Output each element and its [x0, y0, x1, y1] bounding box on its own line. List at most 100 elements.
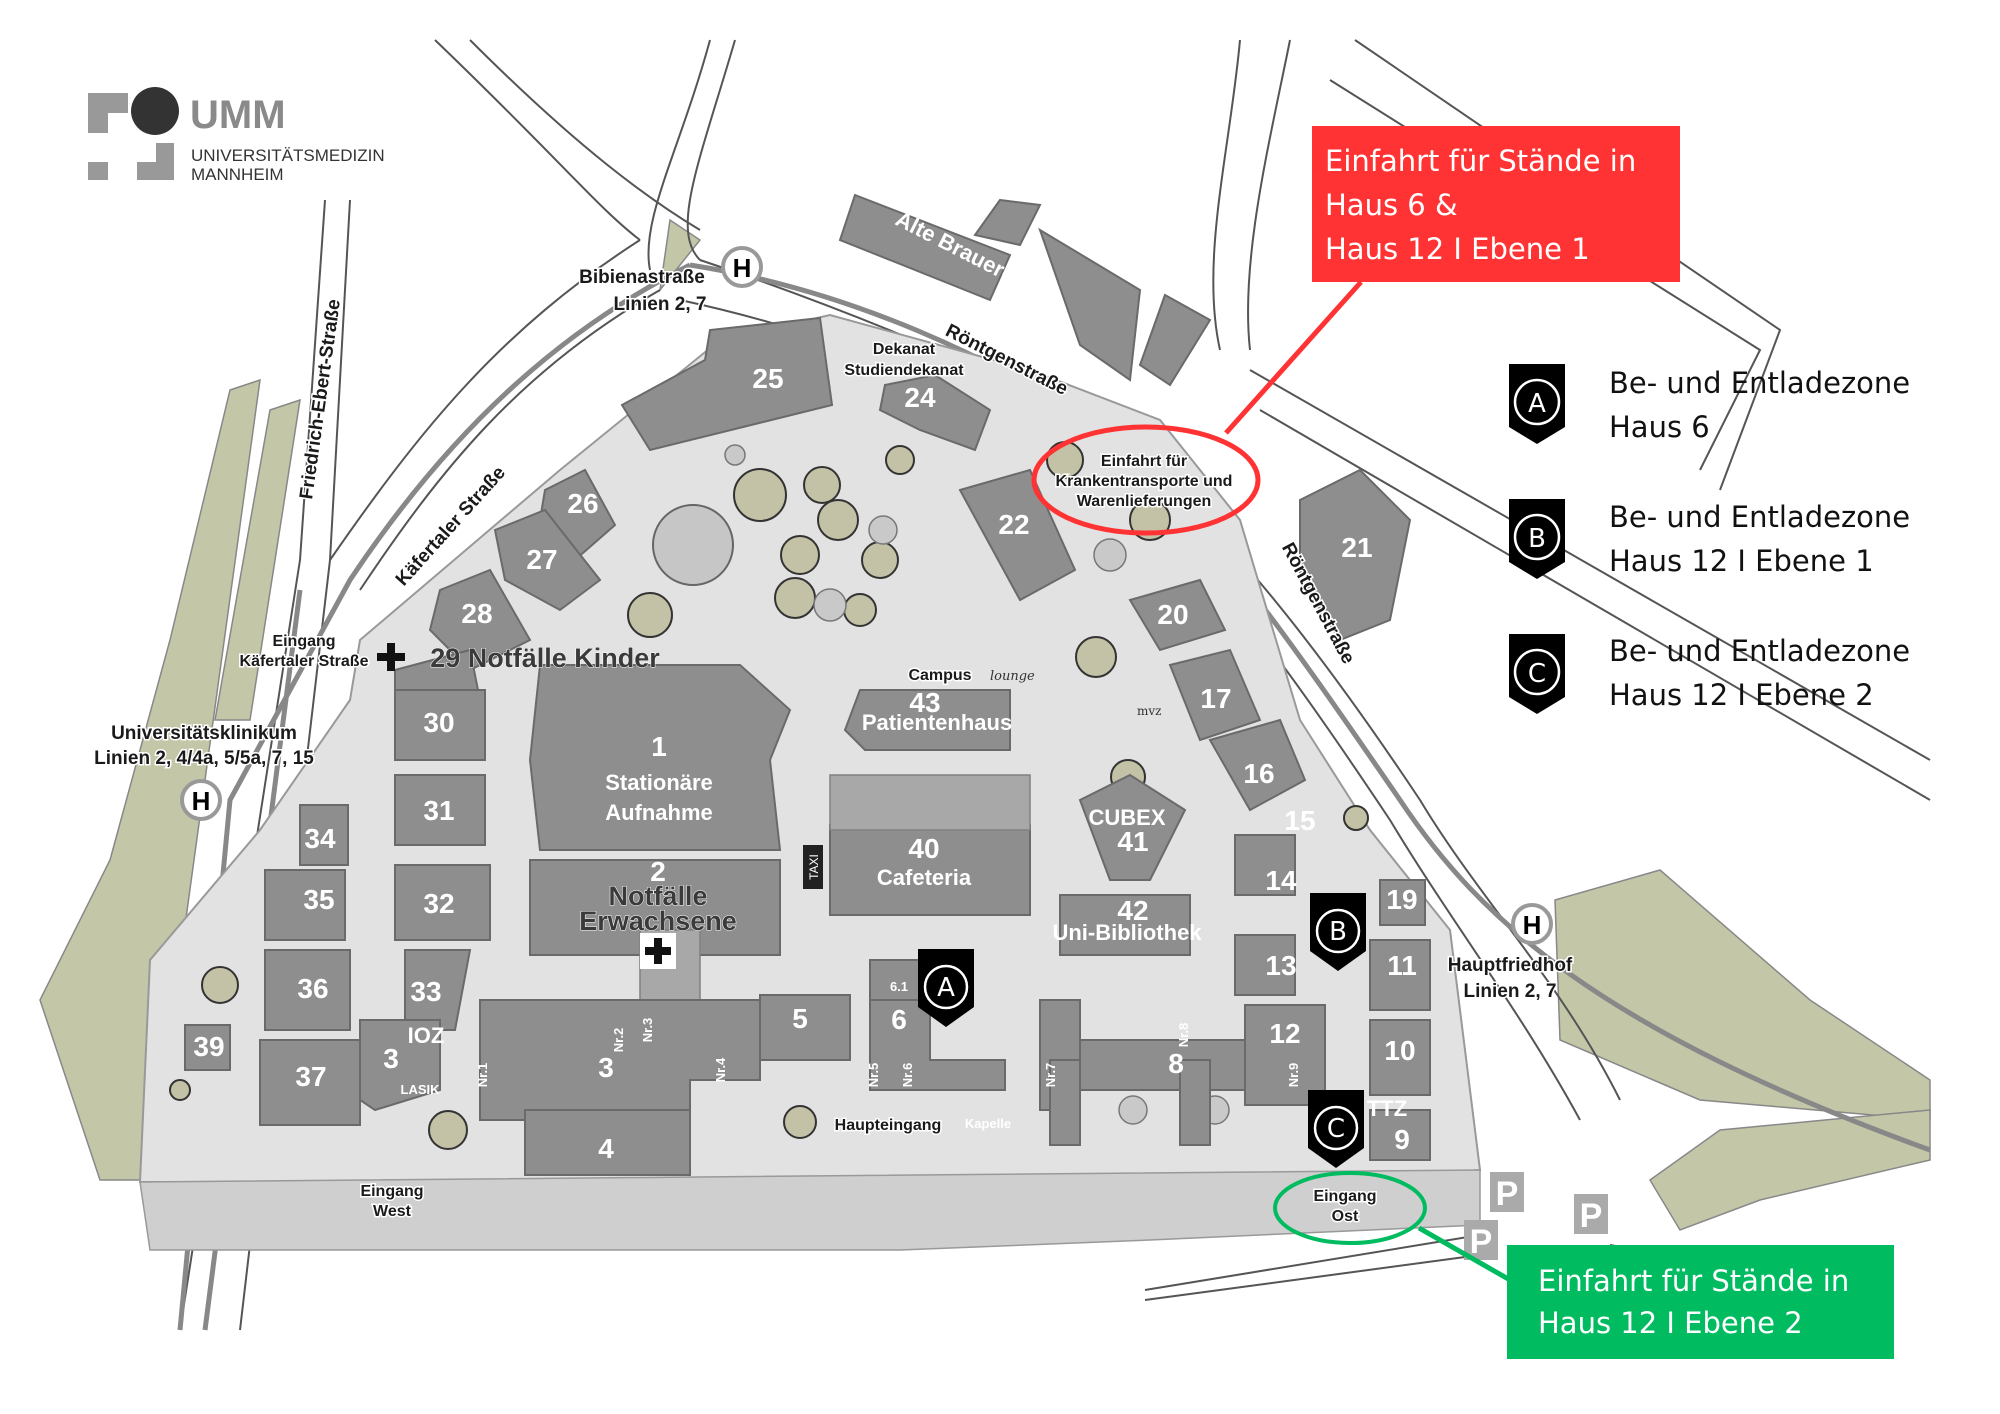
building-30: 30 — [423, 707, 454, 738]
green-callout: Einfahrt für Stände in Haus 12 I Ebene 2 — [1507, 1245, 1894, 1359]
building-35: 35 — [303, 884, 334, 915]
building-10: 10 — [1384, 1035, 1415, 1066]
building-32: 32 — [423, 888, 454, 919]
east-entrance-highlight-ellipse — [1273, 1171, 1427, 1245]
gate-nr2: Nr.2 — [611, 1028, 626, 1053]
delivery-entrance-label: Einfahrt für — [1101, 453, 1187, 470]
building-2: 2 — [650, 856, 666, 887]
legend-b-line1: Be- und Entladezone — [1609, 500, 1910, 534]
kapelle-label: Kapelle — [965, 1116, 1011, 1131]
stop-bibiena-name: Bibienastraße — [579, 267, 705, 288]
building-8: 8 — [1168, 1048, 1184, 1079]
emergency-cross-icon — [640, 933, 676, 969]
building-42-name: Uni-Bibliothek — [1052, 920, 1202, 945]
building-1-name: Stationäre — [605, 770, 713, 795]
building-2-name: Notfälle — [608, 881, 707, 911]
green-areas — [39, 218, 1931, 1231]
svg-text:P: P — [1496, 1175, 1519, 1213]
building-3-west: 3 — [383, 1043, 399, 1074]
svg-text:B: B — [1528, 524, 1546, 554]
building-20: 20 — [1157, 599, 1188, 630]
building-5: 5 — [792, 1003, 808, 1034]
parking-icon: P — [1574, 1194, 1608, 1235]
dekanat-label: Dekanat — [873, 341, 936, 358]
gate-nr1: Nr.1 — [475, 1063, 490, 1088]
entrance-ost-2: Ost — [1332, 1208, 1359, 1225]
logo-line2: MANNHEIM — [191, 165, 284, 184]
taxi-label: TAXI — [807, 854, 821, 880]
svg-text:A: A — [1528, 389, 1546, 419]
building-15: 15 — [1284, 805, 1315, 836]
svg-text:H: H — [733, 253, 752, 283]
building-42: 42 — [1117, 895, 1148, 926]
building-21: 21 — [1341, 532, 1372, 563]
building-25: 25 — [752, 363, 783, 394]
entrance-ost: Eingang — [1313, 1188, 1376, 1205]
svg-text:Einfahrt für Stände in: Einfahrt für Stände in — [1325, 144, 1636, 178]
delivery-highlight-ellipse — [1031, 424, 1261, 536]
building-19: 19 — [1386, 884, 1417, 915]
street-friedrich-ebert: Friedrich-Ebert-Straße — [296, 298, 345, 501]
red-connector — [1224, 280, 1363, 435]
stop-bibiena-lines: Linien 2, 7 — [614, 294, 707, 315]
entrance-west-2: West — [373, 1203, 412, 1220]
legend-b-line2: Haus 12 I Ebene 1 — [1609, 544, 1874, 578]
building-40: 40 — [908, 833, 939, 864]
building-22: 22 — [998, 509, 1029, 540]
zone-marker-b: B — [1310, 893, 1366, 971]
gate-nr3: Nr.3 — [640, 1018, 655, 1043]
south-promenade — [139, 1169, 1481, 1251]
svg-text:Einfahrt für Stände in: Einfahrt für Stände in — [1538, 1264, 1849, 1298]
legend-c-line1: Be- und Entladezone — [1609, 634, 1910, 668]
svg-text:H: H — [1523, 910, 1542, 940]
building-2-name-2: Erwachsene — [579, 906, 737, 936]
building-labels: 25 24 26 27 28 29 Notfälle Kinder 30 31 … — [193, 363, 1417, 1164]
delivery-entrance-label-3: Warenlieferungen — [1077, 493, 1212, 510]
logo-acronym: UMM — [190, 93, 286, 137]
campus-lounge-label-2: lounge — [990, 669, 1035, 684]
building-16: 16 — [1243, 758, 1274, 789]
svg-text:C: C — [1327, 1114, 1345, 1144]
svg-text:Haus 6 &: Haus 6 & — [1325, 188, 1458, 222]
stop-klinikum-lines: Linien 2, 4/4a, 5/5a, 7, 15 — [94, 748, 314, 769]
building-13: 13 — [1265, 950, 1296, 981]
green-connector — [1417, 1225, 1512, 1283]
ioz-label: IOZ — [408, 1023, 445, 1048]
building-43-name: Patientenhaus — [862, 710, 1012, 735]
legend-item-c: C — [1509, 634, 1565, 714]
gate-nr6: Nr.6 — [900, 1063, 915, 1088]
svg-text:B: B — [1329, 917, 1347, 947]
gate-nr9: Nr.9 — [1286, 1063, 1301, 1088]
svg-text:C: C — [1528, 659, 1546, 689]
parking-icon: P — [1490, 1172, 1524, 1213]
entrance-west: Eingang — [360, 1183, 423, 1200]
parking-icon: P — [1464, 1220, 1498, 1261]
gate-nr8: Nr.8 — [1176, 1023, 1191, 1048]
building-4: 4 — [598, 1133, 614, 1164]
logo-line1: UNIVERSITÄTSMEDIZIN — [191, 146, 385, 165]
gate-nr7: Nr.7 — [1043, 1063, 1058, 1088]
buildings — [184, 193, 1431, 1176]
zone-marker-a: A — [918, 949, 974, 1027]
building-33: 33 — [410, 976, 441, 1007]
building-12: 12 — [1269, 1018, 1300, 1049]
legend-item-b: B — [1509, 499, 1565, 579]
tram-stop-icon: H — [721, 246, 763, 288]
building-39: 39 — [193, 1031, 224, 1062]
entrance-kaefertaler-2: Käfertaler Straße — [240, 653, 369, 670]
roundabout-plaza — [652, 504, 734, 586]
entrance-kaefertaler: Eingang — [272, 633, 335, 650]
studiendekanat-label: Studiendekanat — [844, 362, 964, 379]
building-27: 27 — [526, 544, 557, 575]
building-11: 11 — [1387, 950, 1417, 981]
legend: A Be- und Entladezone Haus 6 B Be- und E… — [1509, 364, 1910, 714]
stop-friedhof-name: Hauptfriedhof — [1448, 955, 1573, 976]
legend-item-a: A — [1509, 364, 1565, 444]
stop-friedhof-lines: Linien 2, 7 — [1464, 981, 1557, 1002]
building-41-name: CUBEX — [1088, 805, 1165, 830]
stop-klinikum-name: Universitätsklinikum — [111, 723, 297, 744]
gate-nr5: Nr.5 — [866, 1063, 881, 1088]
building-29: 29 Notfälle Kinder — [430, 643, 660, 673]
building-3: 3 — [598, 1052, 614, 1083]
